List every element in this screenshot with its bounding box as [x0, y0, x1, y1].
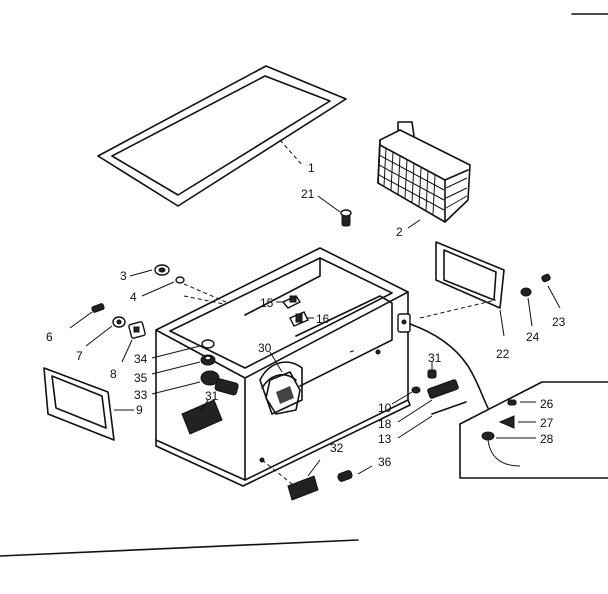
label-9: 9: [136, 403, 143, 417]
leader-36: [357, 465, 373, 475]
leader-21: [317, 195, 341, 213]
leader-32: [307, 459, 321, 477]
label-32: 32: [330, 441, 344, 455]
label-33: 33: [134, 388, 148, 402]
leader-3: [129, 269, 153, 277]
plug-10: [411, 386, 421, 394]
leader-8: [121, 339, 133, 363]
label-8: 8: [110, 367, 117, 381]
grommet-7: [112, 316, 126, 328]
label-27: 27: [540, 416, 554, 430]
leader-33: [151, 381, 201, 395]
leader-13: [397, 415, 433, 439]
fitting-28: [481, 431, 521, 467]
leader-31a: [199, 399, 209, 413]
label-24: 24: [526, 330, 540, 344]
plug-31-side: [427, 369, 437, 379]
cabinet-guide-line: [183, 283, 227, 303]
bracket-15: [281, 295, 302, 309]
drain-cap-32: [287, 475, 319, 501]
strip-13: [431, 401, 467, 415]
label-28: 28: [540, 432, 554, 446]
label-4: 4: [130, 290, 137, 304]
screw-21: [340, 209, 352, 227]
leader-35: [151, 361, 201, 375]
screw-23: [541, 273, 551, 283]
label-2: 2: [396, 225, 403, 239]
label-34: 34: [134, 352, 148, 366]
label-7: 7: [76, 349, 83, 363]
label-13: 13: [378, 432, 392, 446]
label-31a: 31: [205, 389, 219, 403]
bumper-3: [154, 264, 170, 276]
label-3: 3: [120, 269, 127, 283]
wire-basket: [377, 121, 471, 223]
leader-23: [547, 285, 561, 309]
fitting-27: [498, 415, 515, 429]
label-36: 36: [378, 455, 392, 469]
label-18: 18: [378, 417, 392, 431]
access-panel-22: [435, 241, 505, 309]
thermostat-33: [200, 370, 239, 396]
lid-gasket: [97, 65, 347, 207]
leader-4: [141, 281, 175, 297]
screw-36: [337, 470, 353, 482]
drain-assembly-30: [265, 371, 301, 415]
label-6: 6: [46, 330, 53, 344]
label-30: 30: [258, 341, 272, 355]
label-15: 15: [260, 296, 274, 310]
leader-10: [391, 391, 413, 405]
leader-34: [151, 345, 201, 359]
plug-31-front: [181, 399, 223, 435]
knob-35: [200, 354, 216, 366]
bracket-16: [289, 311, 309, 327]
power-cord: [409, 323, 489, 409]
leader-24: [527, 297, 533, 327]
grille-panel-9: [43, 367, 115, 441]
leader-6: [69, 311, 93, 329]
leader-2: [407, 219, 421, 229]
label-21: 21: [301, 187, 315, 201]
label-22: 22: [496, 347, 510, 361]
label-16: 16: [316, 312, 330, 326]
hinge-8: [128, 321, 146, 339]
leader-18: [397, 399, 433, 423]
label-1: 1: [308, 161, 315, 175]
cabinet-body: [155, 247, 411, 487]
washer-24: [520, 287, 532, 297]
label-23: 23: [552, 315, 566, 329]
label-26: 26: [540, 397, 554, 411]
relay-18: [427, 379, 459, 399]
washer-4: [175, 276, 185, 284]
leader-7: [85, 325, 113, 347]
washer-34: [201, 339, 215, 349]
screw-6: [91, 303, 105, 313]
leader-22b: [499, 309, 505, 337]
leader-30: [269, 351, 283, 373]
screw-26: [507, 399, 517, 406]
bottom-rule: [0, 539, 359, 557]
label-35: 35: [134, 371, 148, 385]
label-31b: 31: [428, 351, 442, 365]
side-bracket: [397, 313, 411, 333]
back-panel: [459, 381, 608, 479]
leader-1: [279, 139, 304, 167]
leader-22: [419, 299, 497, 319]
label-10: 10: [378, 401, 392, 415]
